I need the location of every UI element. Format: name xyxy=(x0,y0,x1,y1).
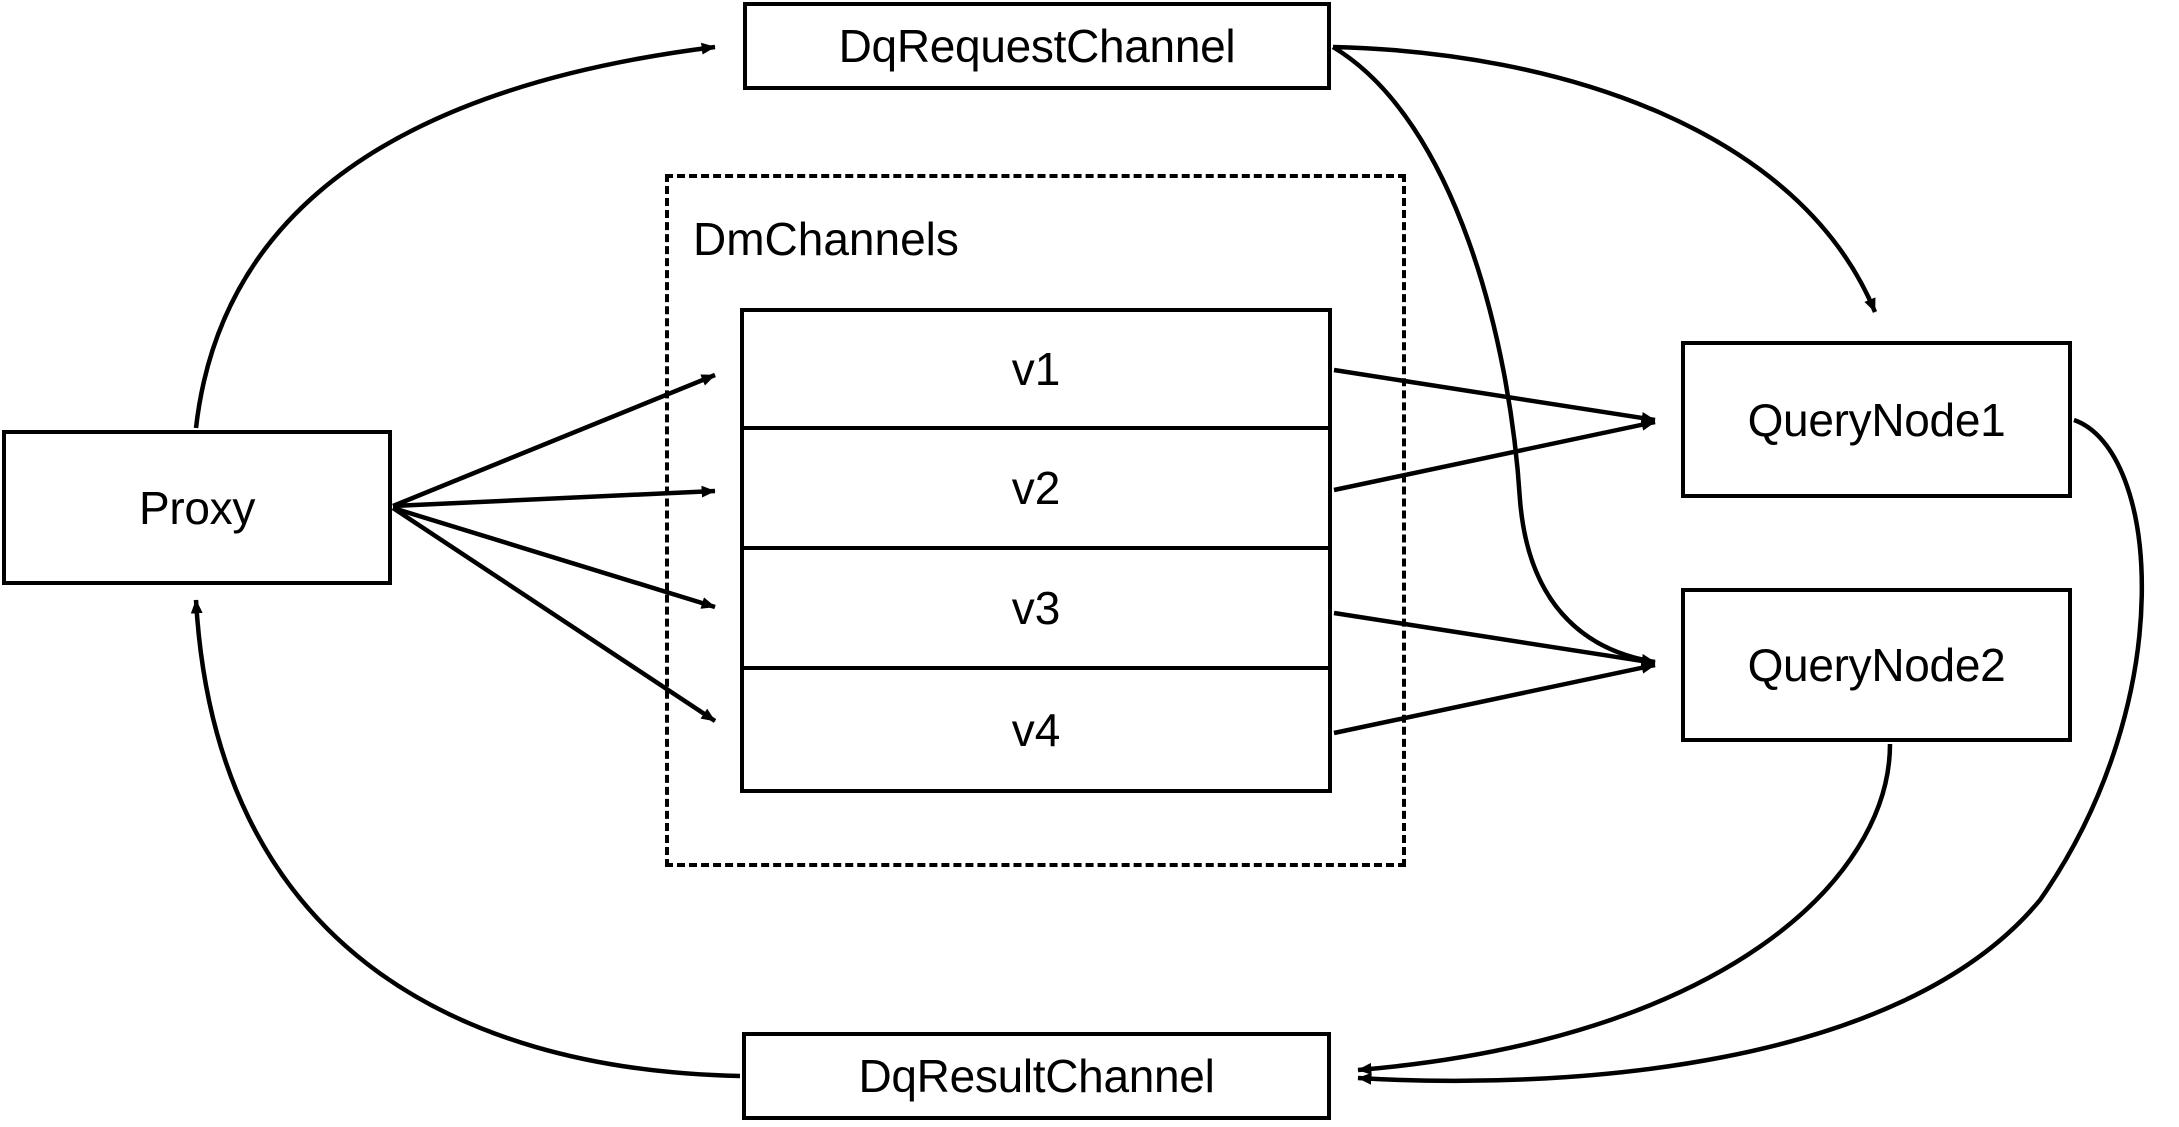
node-query-node-1[interactable]: QueryNode1 xyxy=(1681,341,2072,498)
edge-v2-to-query-node-1 xyxy=(1333,418,1656,493)
edge-v3-to-query-node-2 xyxy=(1333,610,1656,667)
dmchannels-group-label: DmChannels xyxy=(693,213,959,265)
edge-dq-request-channel-to-query-node-1 xyxy=(1332,44,1878,313)
edge-proxy-to-v4 xyxy=(391,506,717,723)
dmchannels-group xyxy=(665,174,1406,867)
vchannel-row[interactable]: v2 xyxy=(744,430,1328,551)
vchannel-row-label: v1 xyxy=(1011,343,1061,396)
edge-v1-to-query-node-1 xyxy=(1333,367,1656,424)
edge-proxy-to-v2 xyxy=(392,485,716,509)
edge-proxy-to-v3 xyxy=(392,505,716,610)
node-query-node-2-label: QueryNode2 xyxy=(1747,639,2006,691)
node-dq-request-channel[interactable]: DqRequestChannel xyxy=(743,2,1331,90)
edge-dq-result-channel-to-proxy xyxy=(190,599,741,1079)
vchannel-row[interactable]: v3 xyxy=(744,550,1328,671)
node-query-node-2[interactable]: QueryNode2 xyxy=(1681,588,2072,742)
edge-dq-request-channel-to-query-node-2 xyxy=(1331,45,1656,666)
edge-v4-to-query-node-2 xyxy=(1333,661,1656,736)
vchannel-row-label: v2 xyxy=(1011,462,1061,515)
vchannel-row-label: v4 xyxy=(1011,703,1061,756)
edge-proxy-to-v1 xyxy=(392,372,716,509)
node-dq-result-channel[interactable]: DqResultChannel xyxy=(742,1032,1331,1120)
node-query-node-1-label: QueryNode1 xyxy=(1747,393,2006,446)
node-dq-request-channel-label: DqRequestChannel xyxy=(838,20,1236,72)
node-proxy[interactable]: Proxy xyxy=(2,430,392,585)
vchannel-row-label: v3 xyxy=(1011,582,1061,635)
node-proxy-label: Proxy xyxy=(138,481,256,534)
edge-query-node-2-to-dq-result-channel xyxy=(1357,743,1893,1075)
node-dq-result-channel-label: DqResultChannel xyxy=(858,1050,1215,1102)
vchannel-row[interactable]: v1 xyxy=(744,312,1328,431)
edge-proxy-to-dq-request-channel xyxy=(193,42,716,429)
edge-query-node-1-to-dq-result-channel xyxy=(1357,417,2145,1085)
vchannel-table: v1 v2 v3 v4 xyxy=(740,308,1332,793)
vchannel-row[interactable]: v4 xyxy=(744,670,1328,789)
